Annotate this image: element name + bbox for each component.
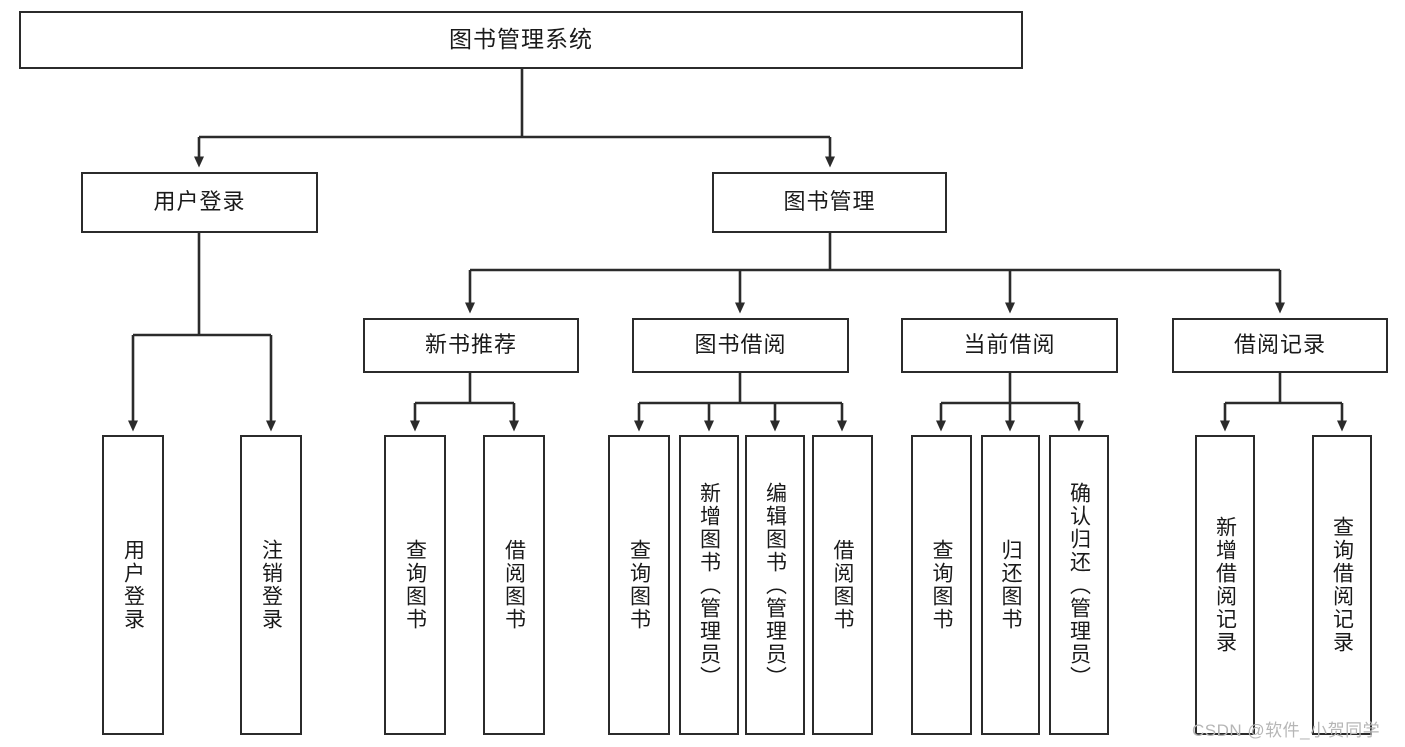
node-root-book-management-system[interactable]: 图书管理系统 <box>19 11 1023 69</box>
leaf-query-book-new-book[interactable]: 查询图书 <box>384 435 446 735</box>
node-label: 新增图书（管理员） <box>697 481 721 689</box>
node-label: 图书管理系统 <box>449 26 593 53</box>
leaf-return-book[interactable]: 归还图书 <box>981 435 1040 735</box>
leaf-query-book-current[interactable]: 查询图书 <box>911 435 972 735</box>
node-label: 归还图书 <box>999 539 1022 631</box>
leaf-add-book-admin[interactable]: 新增图书（管理员） <box>679 435 739 735</box>
leaf-add-borrow-record[interactable]: 新增借阅记录 <box>1195 435 1255 735</box>
node-user-login[interactable]: 用户登录 <box>81 172 318 233</box>
leaf-user-login[interactable]: 用户登录 <box>102 435 164 735</box>
node-label: 编辑图书（管理员） <box>763 481 787 689</box>
leaf-query-book-borrow[interactable]: 查询图书 <box>608 435 670 735</box>
csdn-watermark: CSDN @软件_小贺同学 <box>1192 721 1381 740</box>
node-new-book-recommend[interactable]: 新书推荐 <box>363 318 579 373</box>
node-label: 查询图书 <box>930 539 953 631</box>
node-book-management[interactable]: 图书管理 <box>712 172 947 233</box>
node-label: 确认归还（管理员） <box>1067 481 1091 689</box>
node-label: 图书管理 <box>783 189 876 215</box>
node-label: 新增借阅记录 <box>1213 516 1237 654</box>
leaf-logout-login[interactable]: 注销登录 <box>240 435 302 735</box>
leaf-borrow-book-borrow[interactable]: 借阅图书 <box>812 435 873 735</box>
node-label: 用户登录 <box>153 189 246 215</box>
node-label: 借阅记录 <box>1233 332 1326 358</box>
leaf-confirm-return-admin[interactable]: 确认归还（管理员） <box>1049 435 1109 735</box>
node-label: 查询借阅记录 <box>1330 516 1354 654</box>
node-label: 新书推荐 <box>424 332 517 358</box>
node-current-borrow[interactable]: 当前借阅 <box>901 318 1118 373</box>
node-borrow-record[interactable]: 借阅记录 <box>1172 318 1388 373</box>
node-label: 注销登录 <box>259 539 283 631</box>
node-book-borrow[interactable]: 图书借阅 <box>632 318 849 373</box>
node-label: 借阅图书 <box>502 539 526 631</box>
leaf-borrow-book-new-book[interactable]: 借阅图书 <box>483 435 545 735</box>
node-label: 当前借阅 <box>963 332 1056 358</box>
node-label: 图书借阅 <box>694 332 787 358</box>
node-label: 借阅图书 <box>831 539 854 631</box>
leaf-edit-book-admin[interactable]: 编辑图书（管理员） <box>745 435 805 735</box>
node-label: 查询图书 <box>403 539 427 631</box>
node-label: 查询图书 <box>627 539 651 631</box>
node-label: 用户登录 <box>121 539 145 631</box>
leaf-query-borrow-record[interactable]: 查询借阅记录 <box>1312 435 1372 735</box>
